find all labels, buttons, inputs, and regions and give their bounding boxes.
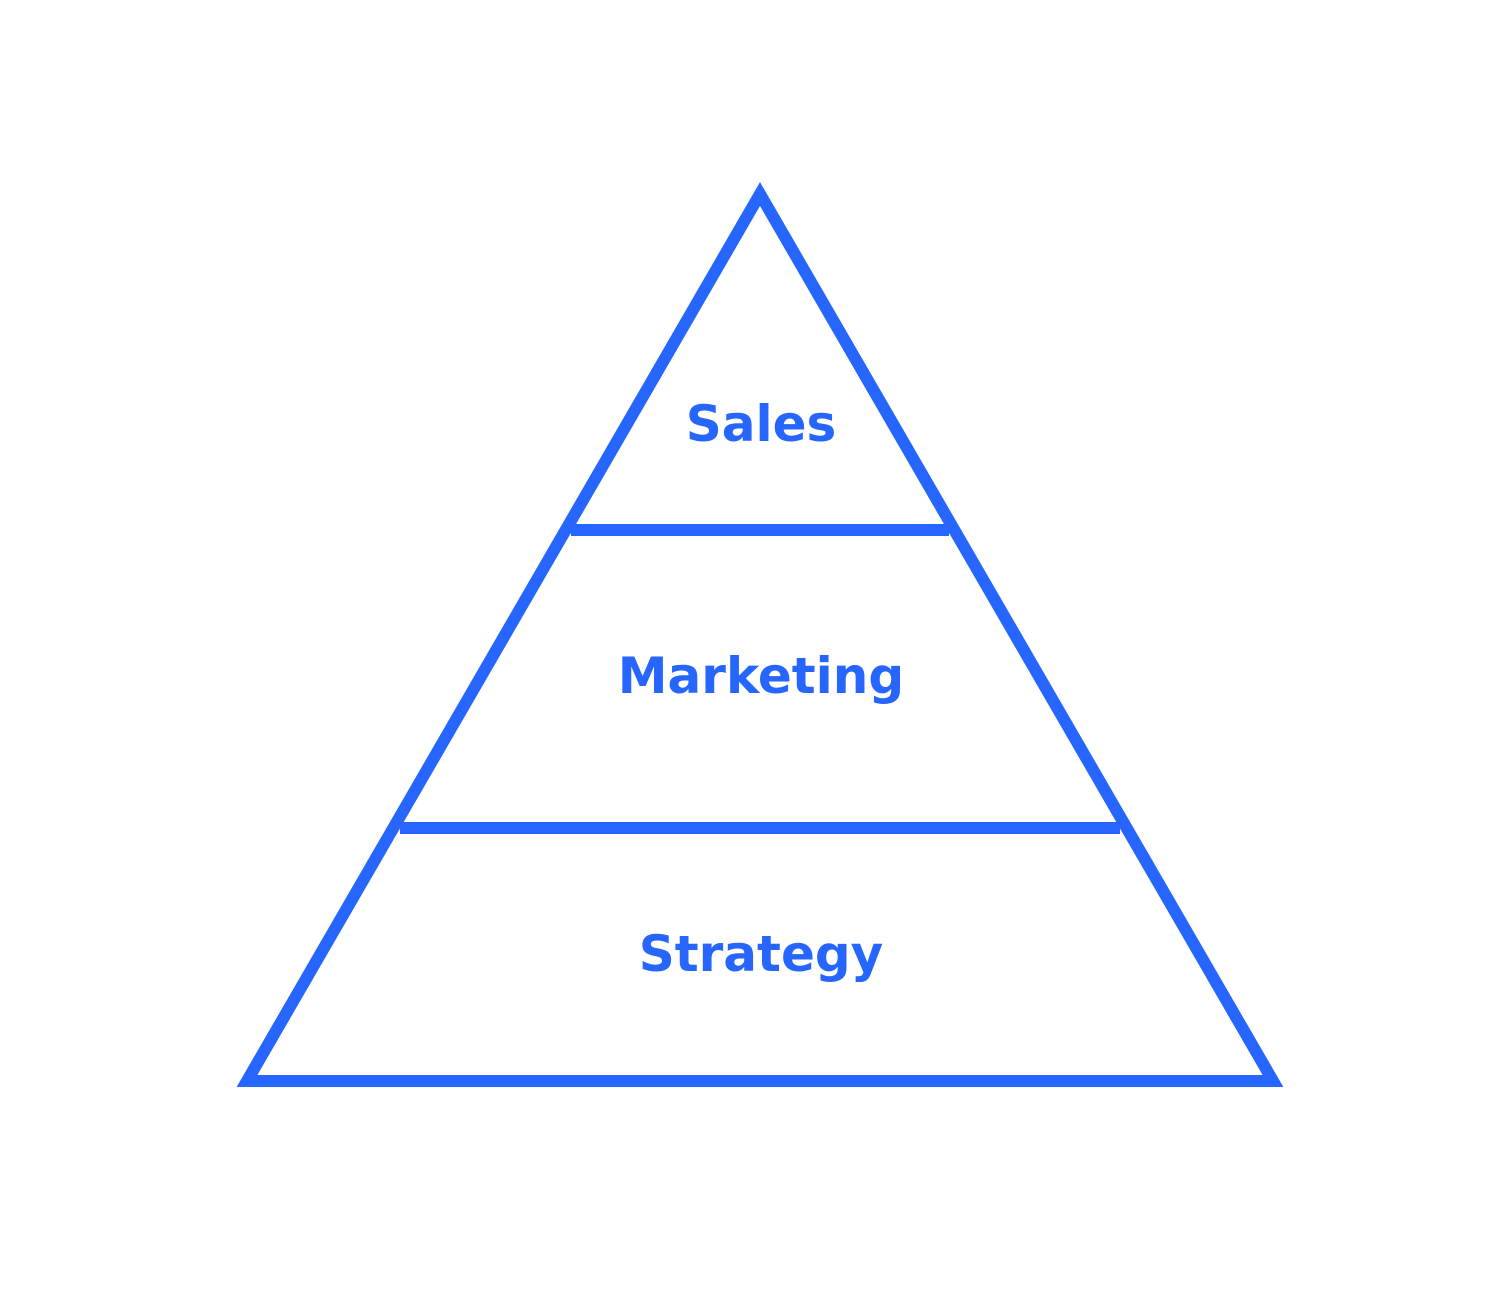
- tier-label-sales: Sales: [686, 395, 837, 453]
- tier-label-strategy: Strategy: [639, 925, 884, 983]
- pyramid-outline: [236, 182, 1284, 1087]
- tier-label-marketing: Marketing: [618, 647, 904, 705]
